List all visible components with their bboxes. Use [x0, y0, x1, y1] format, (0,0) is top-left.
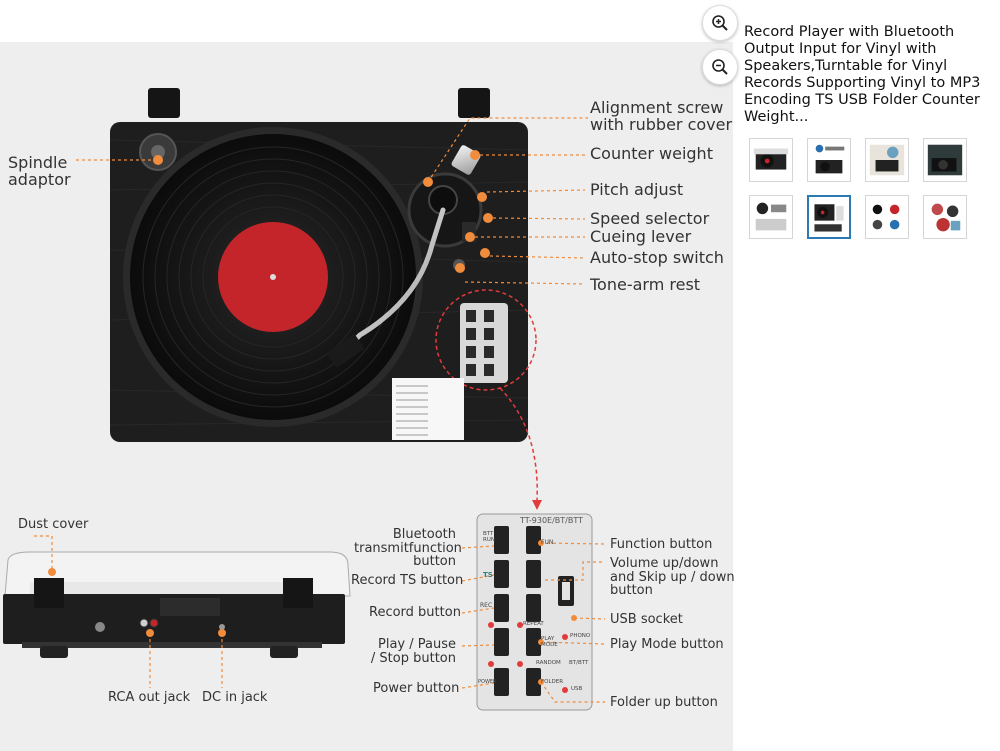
thumbnail-3[interactable]: [865, 138, 909, 182]
label-record-ts-button: Record TS button: [351, 573, 464, 588]
panel-power: POWER: [478, 679, 497, 685]
label-bt-transmit-button: Bluetooth transmitfunction button: [354, 527, 462, 569]
hinge-right: [458, 88, 490, 118]
label-speed-selector: Speed selector: [590, 209, 710, 228]
label-function-button: Function button: [610, 537, 713, 552]
panel-model: TT-930E/BT/BTT: [520, 516, 583, 525]
label-dc-in-jack: DC in jack: [202, 690, 268, 705]
hinge-left: [148, 88, 180, 118]
panel-usb: USB: [571, 686, 583, 692]
arrow-to-panel: [499, 387, 538, 501]
label-volume-skip: Volume up/down and Skip up / down button: [610, 556, 735, 598]
panel-repeat: REPEAT: [523, 621, 544, 627]
magnifier-plus-icon: [712, 15, 728, 31]
label-dust-cover: Dust cover: [18, 517, 89, 532]
panel-btt-run: BTT RUN: [483, 531, 495, 543]
label-record-button: Record button: [369, 605, 461, 620]
label-usb-socket: USB socket: [610, 612, 683, 627]
panel-rec: REC: [480, 602, 493, 609]
panel-random: RANDOM: [536, 660, 561, 666]
panel-highlight-circle: [435, 289, 537, 391]
label-tone-arm-rest: Tone-arm rest: [590, 275, 701, 294]
panel-play-mode: PLAY MODE: [541, 636, 558, 648]
label-cueing-lever: Cueing lever: [590, 227, 692, 246]
headshell: [327, 334, 364, 368]
panel-ts: TS: [483, 571, 493, 579]
thumbnail-2[interactable]: [807, 138, 851, 182]
thumbnail-6-selected[interactable]: [807, 195, 851, 239]
panel-bt-btt: BT/BTT: [569, 660, 589, 666]
tonearm: [342, 207, 446, 353]
label-pitch-adjust: Pitch adjust: [590, 180, 684, 199]
thumbnail-4[interactable]: [923, 138, 967, 182]
zoom-in-button[interactable]: [702, 5, 738, 41]
thumbnail-7[interactable]: [865, 195, 909, 239]
panel-phono: PHONO: [570, 633, 591, 639]
product-title: Record Player with Bluetooth Output Inpu…: [744, 24, 981, 125]
magnifier-minus-icon: [712, 59, 728, 75]
label-alignment-screw: Alignment screw with rubber cover: [590, 98, 733, 134]
label-play-mode-button: Play Mode button: [610, 637, 724, 652]
label-rca-out-jack: RCA out jack: [108, 690, 191, 705]
panel-folder: FOLDER: [541, 679, 564, 685]
turntable-diagram: [3, 88, 606, 711]
zoom-out-button[interactable]: [702, 49, 738, 85]
side-plinth: [3, 594, 345, 644]
panel-fun: FUN: [541, 539, 554, 546]
label-spindle-adaptor: Spindle adaptor: [8, 153, 71, 189]
label-folder-up-button: Folder up button: [610, 695, 718, 710]
label-play-pause-stop: Play / Pause / Stop button: [370, 637, 456, 666]
label-power-button: Power button: [373, 681, 460, 696]
thumbnail-8[interactable]: [923, 195, 967, 239]
thumbnail-5[interactable]: [749, 195, 793, 239]
label-auto-stop-switch: Auto-stop switch: [590, 248, 724, 267]
label-counter-weight: Counter weight: [590, 144, 713, 163]
thumbnail-1[interactable]: [749, 138, 793, 182]
